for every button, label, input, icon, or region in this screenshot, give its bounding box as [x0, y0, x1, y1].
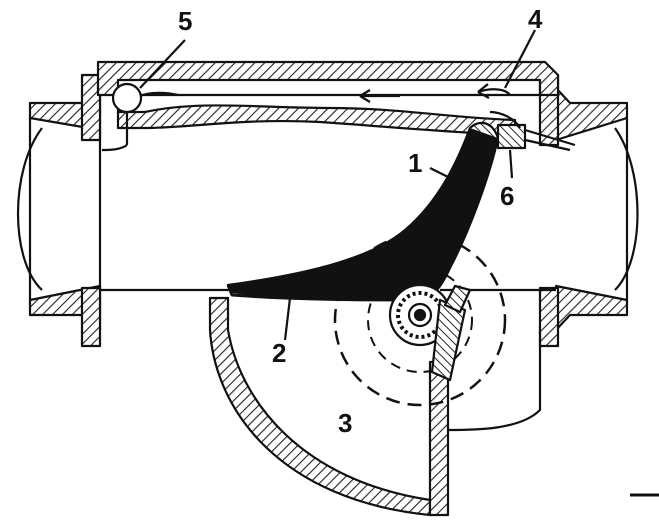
leader-2	[283, 297, 292, 341]
callout-4: 4	[528, 4, 543, 34]
port-5-outflow	[101, 112, 129, 152]
leader-5	[139, 39, 186, 89]
right-outlet-cone-top	[554, 86, 629, 142]
left-flange-bottom	[80, 286, 102, 348]
flow-arrow-left	[489, 110, 521, 129]
right-outlet-cone-bottom	[554, 284, 629, 332]
upper-housing-wall	[96, 60, 560, 97]
callout-5: 5	[178, 6, 192, 36]
rotor-sweep-inner	[367, 267, 473, 373]
blade-leading-edge	[469, 121, 500, 139]
flow-arrow-4	[477, 88, 511, 96]
right-flange-bottom	[538, 286, 560, 348]
callout-6: 6	[500, 181, 514, 211]
callout-3: 3	[338, 408, 352, 438]
rotor-blade	[226, 126, 500, 302]
callout-2: 2	[272, 338, 286, 368]
nozzle-element-6	[496, 123, 527, 150]
port-element-5	[111, 82, 143, 114]
left-inlet-dome	[16, 127, 43, 291]
callout-1: 1	[408, 148, 422, 178]
leader-4	[504, 29, 536, 89]
right-outlet-dome	[614, 127, 639, 291]
return-channel-lower-wall	[116, 93, 517, 137]
rotor-sweep-outer	[333, 233, 507, 407]
leader-1	[429, 167, 451, 179]
left-flange-top	[80, 73, 102, 142]
leader-6	[508, 149, 514, 179]
outlet-housing-inner-wall	[428, 360, 450, 517]
